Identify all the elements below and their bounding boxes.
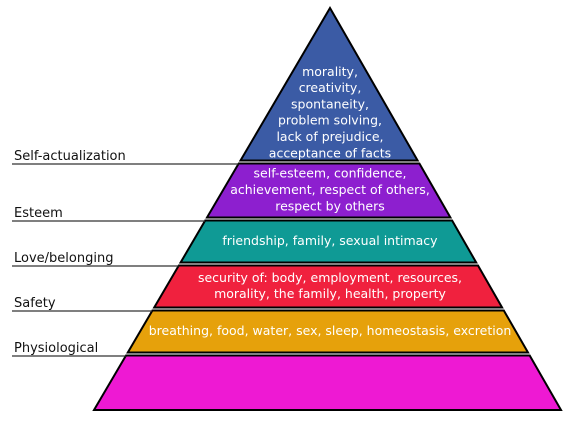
tier-self-actualization-text-line: morality, [302,64,358,79]
tier-base [92,354,563,411]
tier-love-belonging-text-line: friendship, family, sexual intimacy [222,233,438,248]
tier-self-actualization-text-line: creativity, [299,80,362,95]
tier-esteem [205,162,453,219]
tier-self-actualization [238,6,420,162]
level-label-physiological: Physiological [14,341,98,356]
tier-safety-text-line: morality, the family, health, property [214,286,446,301]
tier-self-actualization-text-line: problem solving, [278,113,382,128]
tier-esteem-text-line: respect by others [275,198,385,213]
pyramid-tiers: morality,creativity,spontaneity, problem … [92,6,563,411]
tier-physiological [126,309,530,354]
tier-safety-text-line: security of: body, employment, resources… [198,270,462,285]
tier-safety [152,264,504,309]
tier-love-belonging [178,219,478,264]
tier-self-actualization-text-line: lack of prejudice, [276,129,383,144]
level-label-esteem: Esteem [14,206,63,221]
tier-esteem-text-line: self-esteem, confidence, [254,166,407,181]
level-labels: Self-actualizationEsteemLove/belongingSa… [12,149,239,357]
tier-esteem-text-line: achievement, respect of others, [230,182,430,197]
tier-physiological-text-line: breathing, food, water, sex, sleep, home… [149,323,512,338]
tier-self-actualization-text-line: spontaneity, [291,96,369,111]
level-label-safety: Safety [14,296,56,311]
level-label-love-belonging: Love/belonging [14,251,113,266]
level-label-self-actualization: Self-actualization [14,149,126,164]
tier-self-actualization-text-line: acceptance of facts [269,145,391,160]
